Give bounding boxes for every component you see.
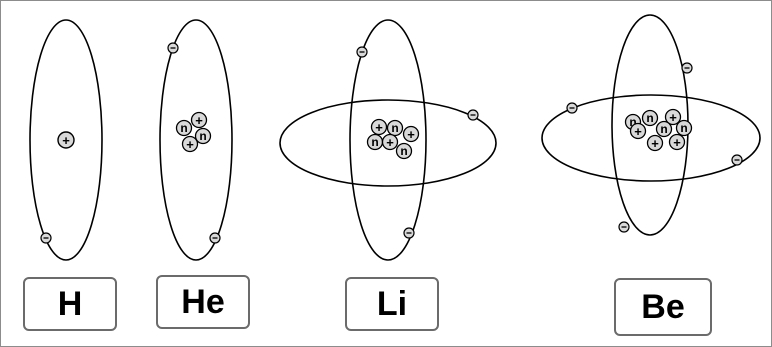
symbol-label-hydrogen: H: [23, 277, 117, 331]
proton-label: +: [195, 113, 203, 128]
proton-label: +: [62, 133, 70, 148]
electron: [356, 46, 368, 58]
neutron: n: [395, 142, 413, 160]
neutron: n: [366, 133, 384, 151]
electron: [403, 227, 415, 239]
proton-label: +: [386, 135, 394, 150]
proton-label: +: [669, 110, 677, 125]
proton-label: +: [186, 137, 194, 152]
proton-label: +: [673, 135, 681, 150]
atom-beryllium: n n + + n n +: [541, 14, 761, 236]
neutron: n: [175, 119, 193, 137]
proton: +: [664, 108, 682, 126]
proton: +: [668, 133, 686, 151]
electron: [40, 232, 52, 244]
symbol-text: H: [57, 284, 83, 323]
orbit-horizontal: [279, 99, 497, 187]
neutron: n: [675, 119, 693, 137]
neutron-label: n: [180, 121, 187, 135]
neutron: n: [386, 119, 404, 137]
proton: +: [646, 134, 664, 152]
electron: [618, 221, 630, 233]
symbol-label-lithium: Li: [345, 277, 439, 331]
electron: [467, 109, 479, 121]
proton: +: [370, 118, 388, 136]
proton: +: [190, 111, 208, 129]
proton-label: +: [634, 124, 642, 139]
electron: [209, 232, 221, 244]
orbit-horizontal: [541, 94, 761, 182]
neutron-label: n: [199, 129, 206, 143]
orbit-vertical: [159, 19, 233, 261]
proton: +: [181, 135, 199, 153]
proton: +: [57, 131, 75, 149]
neutron: n: [194, 127, 212, 145]
proton: +: [402, 125, 420, 143]
proton-label: +: [651, 136, 659, 151]
symbol-text: Be: [641, 287, 685, 326]
proton-label: +: [375, 120, 383, 135]
electron: [731, 154, 743, 166]
proton: +: [381, 133, 399, 151]
symbol-text: He: [181, 282, 225, 321]
atom-lithium: + n + n + n: [279, 19, 497, 261]
electron: [681, 62, 693, 74]
symbol-label-helium: He: [156, 275, 250, 329]
proton: +: [629, 122, 647, 140]
neutron: n: [655, 120, 673, 138]
proton-label: +: [407, 127, 415, 142]
orbit-vertical: [29, 19, 103, 261]
orbit-vertical: [349, 19, 427, 261]
symbol-text: Li: [376, 284, 408, 323]
neutron-label: n: [391, 121, 398, 135]
atom-helium: n + + n: [159, 19, 233, 261]
neutron-label: n: [660, 122, 667, 136]
electron: [167, 42, 179, 54]
atom-hydrogen: +: [29, 19, 103, 261]
symbol-label-beryllium: Be: [614, 278, 712, 336]
neutron-label: n: [680, 121, 687, 135]
neutron-label: n: [629, 115, 636, 129]
neutron-label: n: [400, 144, 407, 158]
neutron-label: n: [371, 135, 378, 149]
electron: [566, 102, 578, 114]
neutron-label: n: [646, 111, 653, 125]
neutron: n: [641, 109, 659, 127]
